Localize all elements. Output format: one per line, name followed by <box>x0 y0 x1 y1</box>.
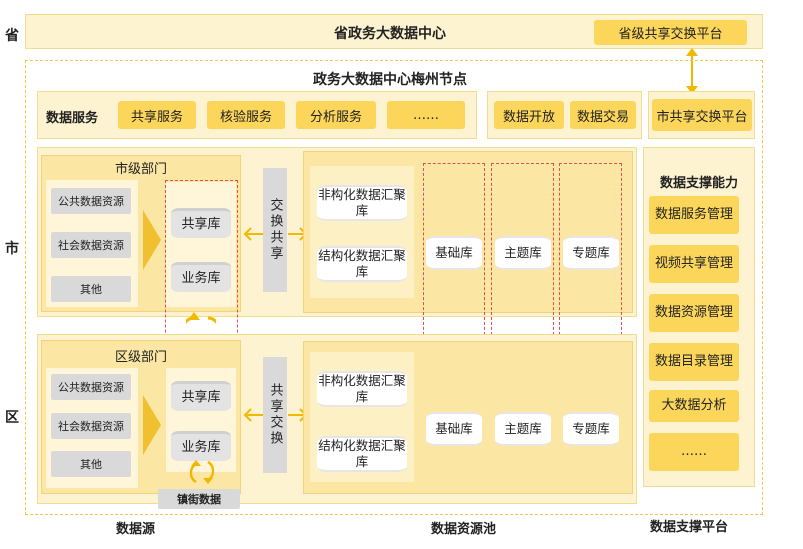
district-topic-db: 专题库 <box>563 412 619 446</box>
district-dept-title: 区级部门 <box>114 350 167 365</box>
district-chevron-icon <box>143 395 161 455</box>
district-left-arrow-icon <box>243 408 263 422</box>
level-province: 省 <box>5 28 19 44</box>
city-source-social: 社会数据资源 <box>51 232 131 258</box>
data-trade: 数据交易 <box>570 101 636 129</box>
province-title: 省政务大数据中心 <box>334 26 446 42</box>
service-analysis: 分析服务 <box>296 101 376 129</box>
city-unstructured-db: 非构化数据汇聚库 <box>317 185 407 221</box>
double-arrow-icon <box>686 48 698 94</box>
city-exchange-platform: 市共享交换平台 <box>652 99 752 131</box>
city-chevron-icon <box>143 210 161 270</box>
support-catalog-mgmt: 数据目录管理 <box>649 343 739 381</box>
service-share: 共享服务 <box>118 101 196 129</box>
city-source-public: 公共数据资源 <box>51 188 131 214</box>
district-source-public: 公共数据资源 <box>51 374 131 400</box>
district-unstructured-db: 非构化数据汇聚库 <box>317 371 407 407</box>
city-structured-db: 结构化数据汇聚库 <box>317 246 407 282</box>
support-service-mgmt: 数据服务管理 <box>649 196 739 234</box>
node-title: 政务大数据中心梅州节点 <box>313 72 467 88</box>
town-data: 镇街数据 <box>158 489 240 509</box>
city-left-arrow-icon <box>243 227 263 241</box>
city-topic-db: 专题库 <box>563 236 619 270</box>
service-more: …… <box>387 101 465 129</box>
province-exchange-platform: 省级共享交换平台 <box>594 20 747 45</box>
level-city: 市 <box>5 241 19 257</box>
support-title: 数据支撑能力 <box>659 176 738 191</box>
city-source-other: 其他 <box>51 276 131 302</box>
district-biz-db: 业务库 <box>171 431 231 461</box>
district-source-social: 社会数据资源 <box>51 413 131 439</box>
city-biz-db: 业务库 <box>171 262 231 292</box>
level-district: 区 <box>5 410 19 426</box>
support-video-mgmt: 视频共享管理 <box>649 245 739 283</box>
support-resource-mgmt: 数据资源管理 <box>649 294 739 332</box>
city-base-db: 基础库 <box>426 236 482 270</box>
data-open: 数据开放 <box>494 101 564 129</box>
district-share-db: 共享库 <box>171 381 231 411</box>
label-data-source: 数据源 <box>116 522 156 537</box>
support-more: …… <box>649 433 739 471</box>
district-exchange: 共享交换 <box>263 357 287 473</box>
label-data-pool: 数据资源池 <box>431 522 497 537</box>
district-source-other: 其他 <box>51 451 131 477</box>
service-verify: 核验服务 <box>207 101 285 129</box>
district-structured-db: 结构化数据汇聚库 <box>317 436 407 472</box>
district-theme-db: 主题库 <box>495 412 551 446</box>
node-container <box>25 60 763 515</box>
support-big-data: 大数据分析 <box>649 390 739 422</box>
label-support-platform: 数据支撑平台 <box>650 520 729 535</box>
district-base-db: 基础库 <box>426 412 482 446</box>
city-dept-title: 市级部门 <box>114 162 167 177</box>
town-sync-icon <box>190 460 214 484</box>
city-theme-db: 主题库 <box>495 236 551 270</box>
city-exchange: 交换共享 <box>263 168 287 292</box>
city-share-db: 共享库 <box>171 208 231 238</box>
services-label: 数据服务 <box>46 111 99 126</box>
